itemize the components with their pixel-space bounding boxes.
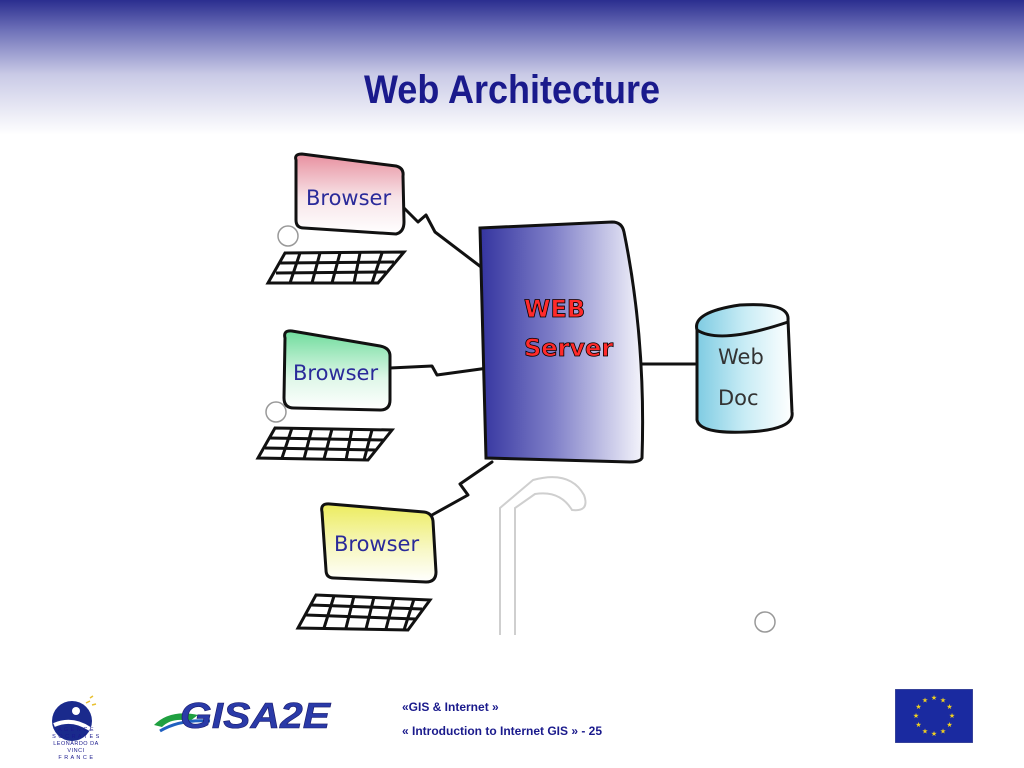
connection-lines [388,206,697,517]
svg-text:★: ★ [940,697,946,705]
cable [499,476,587,635]
svg-text:★: ★ [915,721,921,729]
web-doc-storage: Web Doc [695,303,794,434]
svg-text:★: ★ [949,712,955,720]
agency-text: A G E N C E S O C R A T E S LEONARDO DA … [46,727,106,762]
browser-3: Browser [295,502,438,632]
browser-2-mouse [265,401,287,423]
link-browser-3 [430,460,494,517]
svg-text:★: ★ [931,730,937,738]
web-server-box [478,220,645,464]
web-doc-label-2: Doc [718,386,759,410]
browser-3-monitor [320,502,438,584]
svg-text:★: ★ [922,697,928,705]
agency-socrates-logo [52,695,97,741]
browser-2-keyboard [255,426,396,462]
browser-1: Browser [265,152,408,285]
web-doc-top [696,320,789,338]
footer-module: « Introduction to Internet GIS » - 25 [402,724,603,738]
svg-text:★: ★ [913,712,919,720]
agency-line-1: A G E N C E [57,727,95,733]
svg-text:★: ★ [915,703,921,711]
page-title: Web Architecture [363,68,661,112]
svg-text:★: ★ [946,721,952,729]
browser-3-keyboard [295,593,433,632]
svg-text:★: ★ [946,703,952,711]
browser-2: Browser [255,329,396,462]
gisa2e-logo: GISA2E [154,695,331,736]
browser-1-keyboard [265,250,408,285]
footer-course: «GIS & Internet » [402,700,499,714]
web-server-label-1: WEB [524,295,585,323]
web-doc-label-1: Web [718,345,764,369]
svg-text:★: ★ [940,728,946,736]
browser-2-label: Browser [293,361,378,385]
browser-1-monitor [294,152,406,236]
agency-line-3: LEONARDO DA VINCI [53,741,99,754]
web-server: WEB Server [478,220,645,464]
link-browser-2 [388,364,490,377]
browser-2-monitor [282,329,392,412]
svg-text:★: ★ [931,694,937,702]
eu-flag-icon: ★ ★ ★ ★ ★ ★ ★ ★ ★ ★ ★ ★ [895,689,973,743]
browser-1-label: Browser [306,186,391,210]
agency-line-4: F R A N C E [58,755,94,761]
agency-line-2: S O C R A T E S [52,734,100,740]
stray-circle [754,611,776,633]
link-browser-1 [402,206,487,272]
web-server-label-2: Server [524,334,613,362]
header-gradient [0,0,1024,135]
gisa2e-text: GISA2E [180,695,331,736]
svg-text:★: ★ [922,728,928,736]
browser-3-label: Browser [334,532,419,556]
architecture-diagram: Browser Browser Browser WEB Server [255,152,794,635]
browser-1-mouse [277,225,299,247]
